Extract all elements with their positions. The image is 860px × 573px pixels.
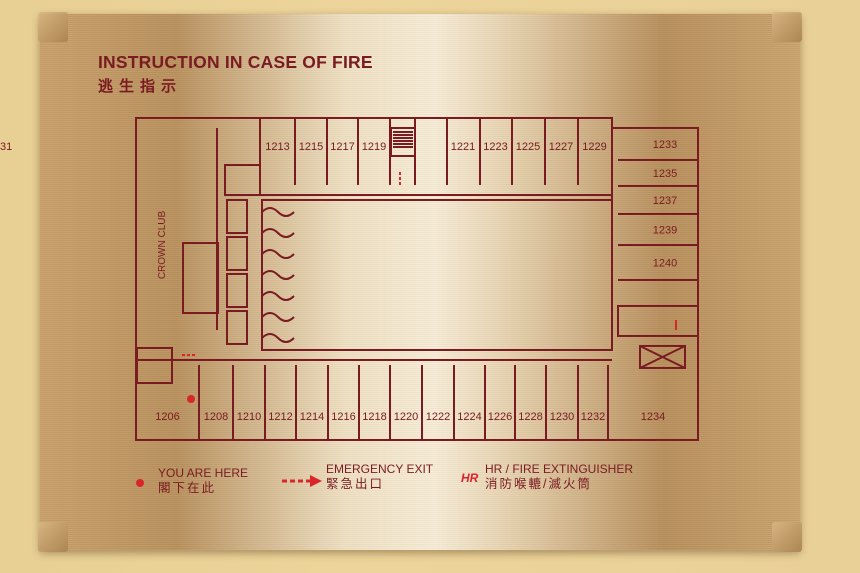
room-label-bottom: 1216 — [331, 411, 355, 423]
room-label-top: 1223 — [483, 141, 507, 153]
room-label-top: 1219 — [362, 141, 386, 153]
plate-corner-bottom-left — [38, 522, 68, 552]
room-label-bottom: 1226 — [488, 411, 512, 423]
service-block — [617, 305, 699, 337]
sign-title: INSTRUCTION IN CASE OF FIRE — [98, 52, 373, 72]
room-label-top: 1217 — [330, 141, 354, 153]
room-label-bottom: 1214 — [300, 411, 324, 423]
room-label-top: 1229 — [582, 141, 606, 153]
room-block — [226, 310, 248, 345]
room-label-top: 1225 — [516, 141, 540, 153]
corridor-arch — [261, 270, 295, 280]
room-label-bottom: 1228 — [518, 411, 542, 423]
elevator-block — [639, 345, 686, 369]
room-block — [226, 273, 248, 308]
room-label-bottom: 1230 — [550, 411, 574, 423]
room-label-top: 1231 — [0, 141, 12, 153]
building-outline — [135, 117, 699, 441]
room-label-bottom: 1222 — [426, 411, 450, 423]
corridor-arch — [261, 312, 295, 322]
hr-badge-icon: HR — [461, 471, 479, 485]
corridor-arch — [261, 228, 295, 238]
legend-you-are-here: YOU ARE HERE 閣下在此 — [158, 466, 248, 496]
you-are-here-map-dot — [187, 395, 195, 403]
corridor-arch — [261, 333, 295, 343]
corridor-inner — [261, 199, 613, 351]
legend-you-are-here-zh: 閣下在此 — [158, 481, 217, 495]
legend-emergency-exit: EMERGENCY EXIT 緊急出口 — [326, 462, 433, 492]
plate-corner-bottom-right — [772, 522, 802, 552]
room-label-bottom: 1208 — [204, 411, 228, 423]
legend-you-are-here-en: YOU ARE HERE — [158, 466, 249, 480]
sign-subtitle: 逃生指示 — [98, 78, 183, 95]
room-label-right: 1237 — [653, 195, 677, 207]
legend-extinguisher-zh: 消防喉轆/滅火筒 — [485, 477, 592, 491]
room-label-right: 1239 — [653, 225, 677, 237]
room-block — [226, 236, 248, 271]
room-label-right: 1240 — [653, 258, 677, 270]
room-label-right: 1233 — [653, 139, 677, 151]
room-label-top: 1215 — [299, 141, 323, 153]
stair-block — [182, 242, 219, 314]
room-label-bottom: 1218 — [362, 411, 386, 423]
corridor-arch — [261, 249, 295, 259]
room-label-bottom: 1220 — [394, 411, 418, 423]
elevator-cross — [639, 345, 686, 369]
corridor-arch — [261, 207, 295, 217]
stair-block-bottom-left — [136, 347, 173, 384]
legend-extinguisher-en: HR / FIRE EXTINGUISHER — [485, 462, 634, 476]
room-label-top: 1227 — [549, 141, 573, 153]
legend-extinguisher: HR / FIRE EXTINGUISHER 消防喉轆/滅火筒 — [485, 462, 633, 492]
legend-exit-zh: 緊急出口 — [326, 477, 385, 491]
emergency-exit-arrow-icon — [282, 475, 322, 487]
you-are-here-marker — [136, 479, 144, 487]
crown-club-label: CROWN CLUB — [157, 211, 168, 280]
plate-corner-top-right — [772, 12, 802, 42]
room-label-right: 1235 — [653, 168, 677, 180]
room-label-bottom: 1210 — [237, 411, 261, 423]
room-block — [224, 164, 261, 196]
brass-sign-plate — [38, 12, 802, 552]
room-block — [226, 199, 248, 234]
room-label-bottom: 1232 — [581, 411, 605, 423]
stair-well — [390, 127, 416, 157]
room-label-bottom: 1212 — [268, 411, 292, 423]
room-label-top: 1221 — [451, 141, 475, 153]
corridor-arch — [261, 291, 295, 301]
room-label-top: 1213 — [265, 141, 289, 153]
legend-exit-en: EMERGENCY EXIT — [326, 462, 434, 476]
plate-corner-top-left — [38, 12, 68, 42]
room-label-bottom: 1234 — [641, 411, 665, 423]
room-label-bottom: 1206 — [155, 411, 179, 423]
room-label-bottom: 1224 — [457, 411, 481, 423]
